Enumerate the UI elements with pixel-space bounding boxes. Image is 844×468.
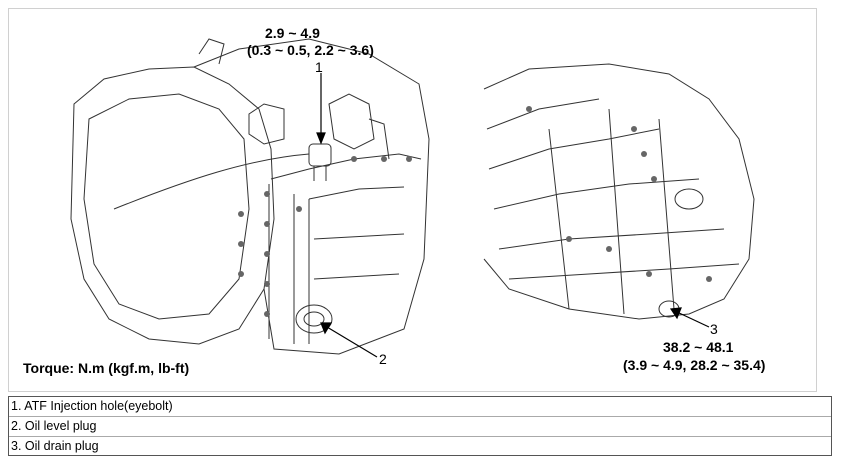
transmission-diagram: 2.9 ~ 4.9 (0.3 ~ 0.5, 2.2 ~ 3.6) 1 2 3 3… <box>8 8 817 392</box>
leader-line-2 <box>326 326 378 358</box>
top-torque-range: (0.3 ~ 0.5, 2.2 ~ 3.6) <box>247 42 374 58</box>
leader-arrow-2 <box>320 322 333 335</box>
torque-units-label: Torque: N.m (kgf.m, lb-ft) <box>23 360 190 376</box>
leader-arrow-3 <box>669 307 682 320</box>
callout-number-3: 3 <box>710 321 718 337</box>
callout-number-1: 1 <box>315 59 323 75</box>
left-transmission-illustration <box>70 38 430 355</box>
left-bolts <box>238 156 412 317</box>
top-torque-value: 2.9 ~ 4.9 <box>265 25 320 41</box>
callout-number-2: 2 <box>379 351 387 367</box>
bottom-torque-value: 38.2 ~ 48.1 <box>663 339 734 355</box>
leader-lines <box>316 73 710 358</box>
legend-item: 2. Oil level plug <box>9 417 831 437</box>
transmission-drawing <box>70 38 755 358</box>
bottom-torque-range: (3.9 ~ 4.9, 28.2 ~ 35.4) <box>623 357 766 373</box>
legend-item: 3. Oil drain plug <box>11 439 99 453</box>
leader-line-3 <box>676 311 710 328</box>
leader-arrow-1 <box>316 132 326 145</box>
legend-item: 1. ATF Injection hole(eyebolt) <box>9 397 831 417</box>
right-bolts <box>526 106 712 282</box>
right-transmission-illustration <box>483 63 755 320</box>
legend-table: 1. ATF Injection hole(eyebolt) 2. Oil le… <box>8 396 832 456</box>
